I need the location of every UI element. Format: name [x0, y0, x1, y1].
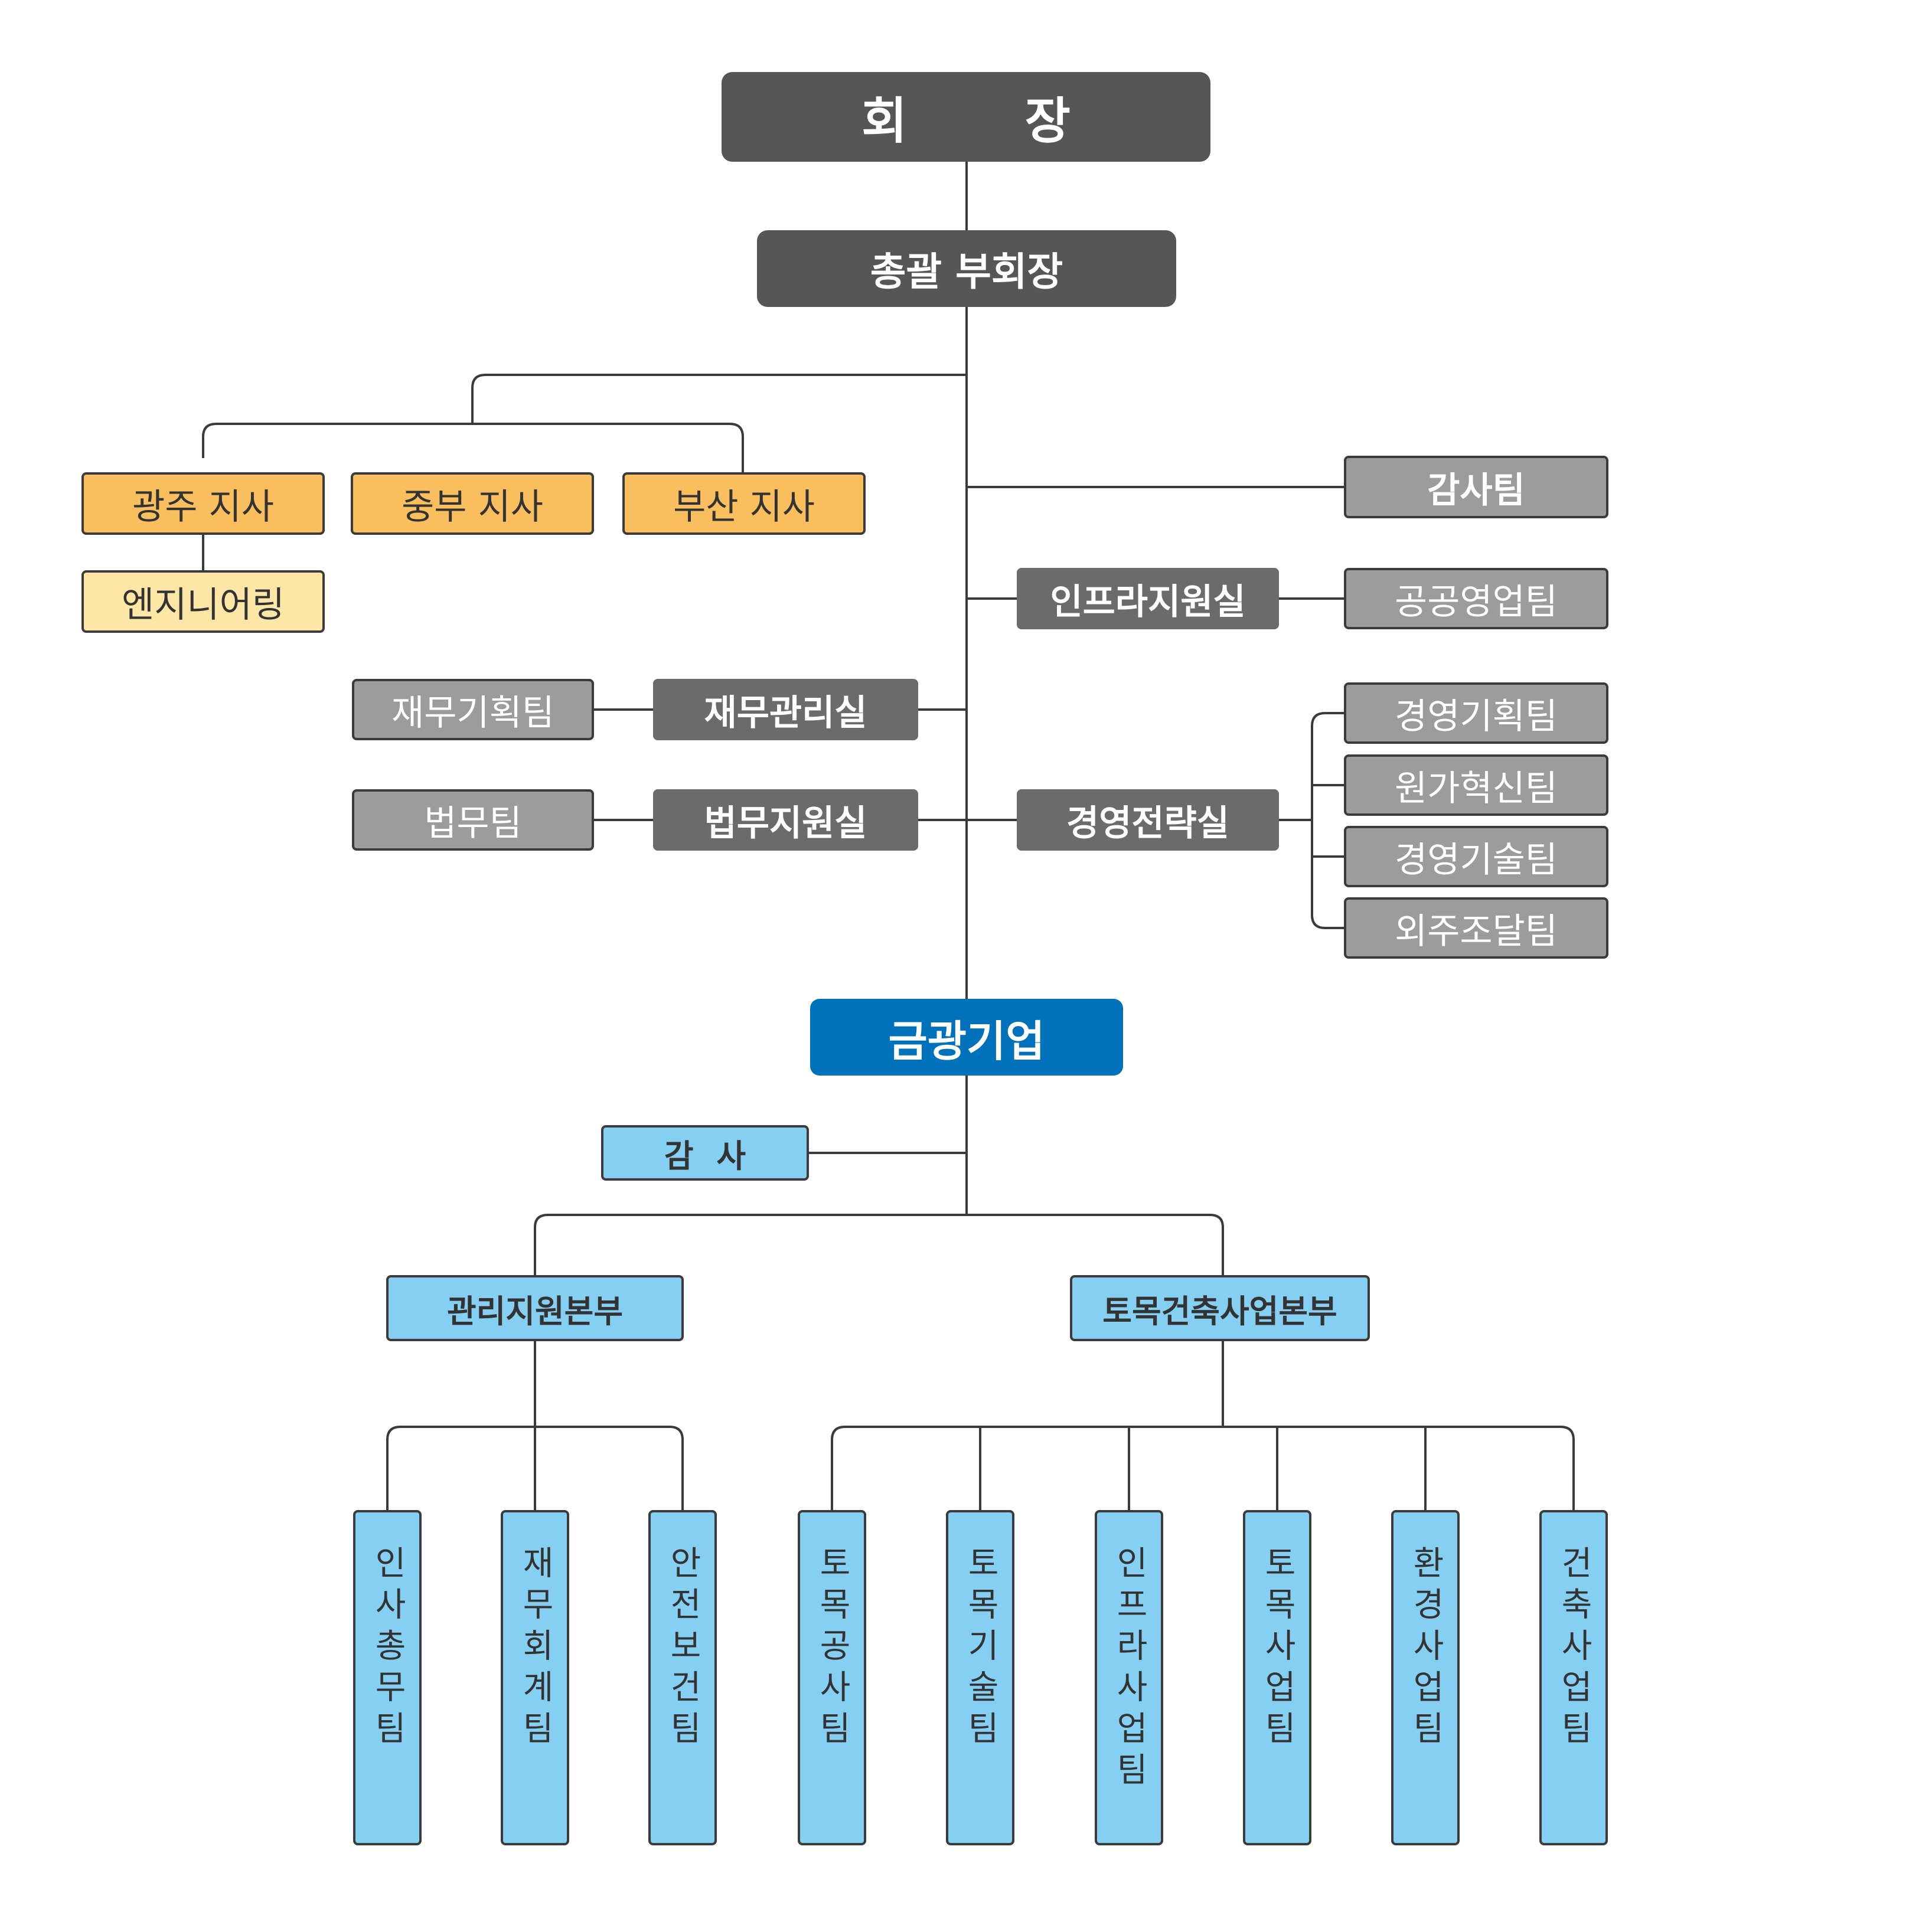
civil-team-label: 토목공사팀: [813, 1545, 851, 1752]
admin-team-label: 인사총무팀: [368, 1545, 407, 1752]
legal-office-label: 법무지원실: [704, 802, 867, 844]
infra-support-office: 인프라지원실: [1017, 568, 1279, 629]
vice-chairman-label: 총괄 부회장: [870, 249, 1063, 295]
civil-team-label: 토목사업팀: [1258, 1545, 1297, 1752]
civil-team-box: 건축사업팀: [1539, 1510, 1608, 1845]
chairman-box: 회 장: [722, 72, 1210, 162]
branch-jungbu: 중부 지사: [351, 472, 594, 535]
finance-office: 재무관리실: [653, 679, 918, 740]
audit-team-box: 감사팀: [1344, 456, 1608, 518]
legal-office: 법무지원실: [653, 789, 918, 851]
strategy-team-label: 경영기술팀: [1395, 839, 1558, 881]
civil-team-box: 토목기술팀: [946, 1510, 1014, 1845]
auditor-box: 감 사: [601, 1125, 809, 1181]
strategy-team: 외주조달팀: [1344, 897, 1608, 959]
branch-label: 중부 지사: [402, 486, 543, 528]
vice-chairman-box: 총괄 부회장: [757, 230, 1176, 307]
strategy-team-label: 경영기획팀: [1395, 695, 1558, 737]
civil-team-box: 토목공사팀: [798, 1510, 866, 1845]
admin-division-box: 관리지원본부: [386, 1275, 684, 1341]
admin-team-label: 안전보건팀: [664, 1545, 702, 1752]
auditor-label: 감 사: [664, 1137, 746, 1175]
legal-team-label: 법무팀: [424, 802, 522, 844]
civil-team-box: 환경사업팀: [1391, 1510, 1460, 1845]
finance-planning-team: 재무기획팀: [352, 679, 594, 740]
branch-label: 부산 지사: [673, 486, 815, 528]
branch-label: 광주 지사: [132, 486, 274, 528]
strategy-team: 경영기술팀: [1344, 826, 1608, 887]
strategy-office-label: 경영전략실: [1066, 802, 1229, 844]
legal-team: 법무팀: [352, 789, 594, 851]
infra-support-office-label: 인프라지원실: [1050, 581, 1246, 623]
admin-team-box: 재무회계팀: [501, 1510, 569, 1845]
strategy-team-label: 원가혁신팀: [1395, 767, 1558, 809]
chairman-label: 회 장: [861, 91, 1071, 150]
admin-division-label: 관리지원본부: [446, 1292, 624, 1330]
engineering-box: 엔지니어링: [81, 570, 325, 633]
branch-busan: 부산 지사: [622, 472, 866, 535]
admin-team-box: 안전보건팀: [648, 1510, 717, 1845]
finance-planning-team-label: 재무기획팀: [391, 692, 554, 734]
branch-gwangju: 광주 지사: [81, 472, 325, 535]
civil-division-label: 토목건축사업본부: [1102, 1292, 1337, 1330]
finance-office-label: 재무관리실: [704, 692, 867, 734]
admin-team-box: 인사총무팀: [353, 1510, 422, 1845]
public-sales-team: 공공영업팀: [1344, 568, 1608, 629]
company-box: 금광기업: [810, 999, 1123, 1076]
engineering-label: 엔지니어링: [122, 584, 285, 626]
strategy-team: 경영기획팀: [1344, 682, 1608, 744]
civil-team-label: 인프라사업팀: [1110, 1545, 1148, 1793]
civil-team-box: 토목사업팀: [1243, 1510, 1311, 1845]
civil-team-label: 토목기술팀: [961, 1545, 1000, 1752]
strategy-team: 원가혁신팀: [1344, 754, 1608, 816]
strategy-team-label: 외주조달팀: [1395, 910, 1558, 952]
audit-team-label: 감사팀: [1427, 469, 1525, 511]
public-sales-team-label: 공공영업팀: [1395, 581, 1558, 623]
civil-team-label: 건축사업팀: [1555, 1545, 1593, 1752]
admin-team-label: 재무회계팀: [516, 1545, 554, 1752]
strategy-office: 경영전략실: [1017, 789, 1279, 851]
civil-division-box: 토목건축사업본부: [1070, 1275, 1370, 1341]
civil-team-box: 인프라사업팀: [1095, 1510, 1163, 1845]
company-label: 금광기업: [888, 1016, 1045, 1066]
civil-team-label: 환경사업팀: [1406, 1545, 1445, 1752]
